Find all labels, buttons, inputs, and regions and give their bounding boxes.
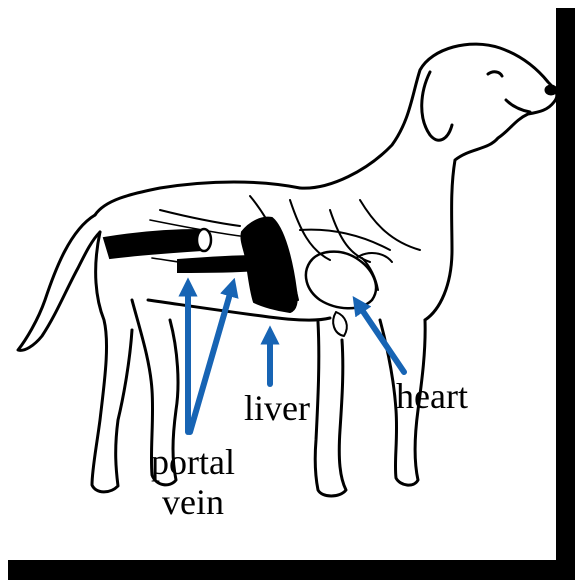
dog-ear-outline: [422, 72, 452, 140]
dog-head-outline: [300, 44, 557, 320]
portal-vein-label-line2: vein: [148, 482, 238, 522]
portal-vein-opening: [197, 229, 211, 251]
heart-vessels: [356, 253, 392, 290]
dog-eye: [488, 72, 502, 76]
portal-vein-label-line1: portal: [148, 442, 238, 482]
dog-front-leg-far: [315, 322, 346, 496]
portal-vein-branch: [178, 256, 258, 272]
dog-elbow-detail: [333, 312, 347, 336]
dog-hind-leg-far: [92, 232, 132, 492]
heart-label: heart: [396, 376, 468, 416]
liver-label: liver: [244, 388, 310, 428]
dog-back-outline: [95, 182, 300, 215]
portal-vein-tube: [104, 230, 202, 258]
dog-nose: [546, 86, 556, 94]
rib-cage-lines: [290, 200, 420, 262]
dog-mouth: [506, 100, 530, 112]
heart-arrow: [358, 304, 404, 372]
portal-vein-label: portal vein: [148, 442, 238, 522]
dog-belly-outline: [148, 300, 330, 320]
dog-tail-outline: [18, 215, 100, 350]
